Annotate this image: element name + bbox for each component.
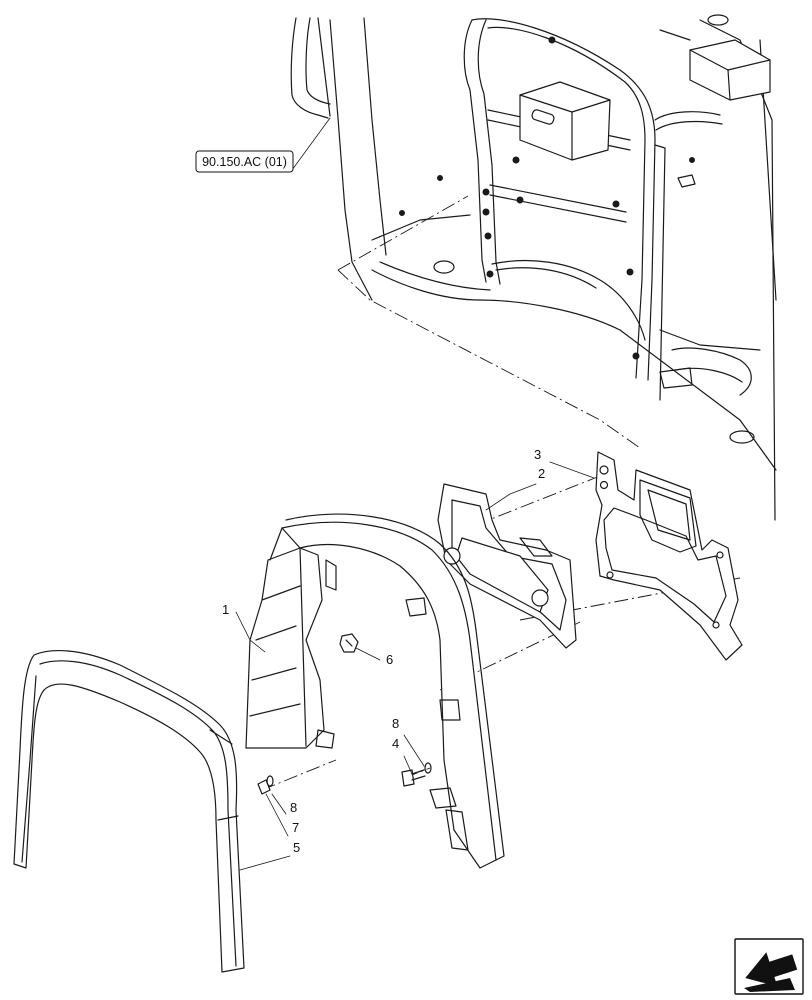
fastener-4-screw [401,762,432,787]
callout-8-lower: 8 [290,800,297,815]
callout-1: 1 [222,602,229,617]
callout-6: 6 [386,652,393,667]
part-1-trim-frame [245,513,505,869]
reference-tag[interactable]: 90.150.AC (01) [195,150,294,173]
cab-frame [290,14,777,521]
frame-bolts [399,36,695,360]
callout-7: 7 [292,820,299,835]
fastener-6-nut [339,633,359,653]
next-page-arrow-icon[interactable] [734,938,804,995]
part-5-rubber-seal [13,650,245,973]
part-2-seal-panel [437,483,577,649]
part-3-gasket [595,451,743,661]
callout-3: 3 [534,447,541,462]
callout-leaders [235,117,595,871]
fastener-7-8-screw-washer [257,775,274,795]
callout-5: 5 [293,840,300,855]
callout-labels: 1 2 3 4 5 6 7 8 8 [222,447,545,855]
callout-4: 4 [392,736,399,751]
reference-tag-text: 90.150.AC (01) [202,155,287,169]
callout-8-upper: 8 [392,716,399,731]
callout-2: 2 [538,466,545,481]
